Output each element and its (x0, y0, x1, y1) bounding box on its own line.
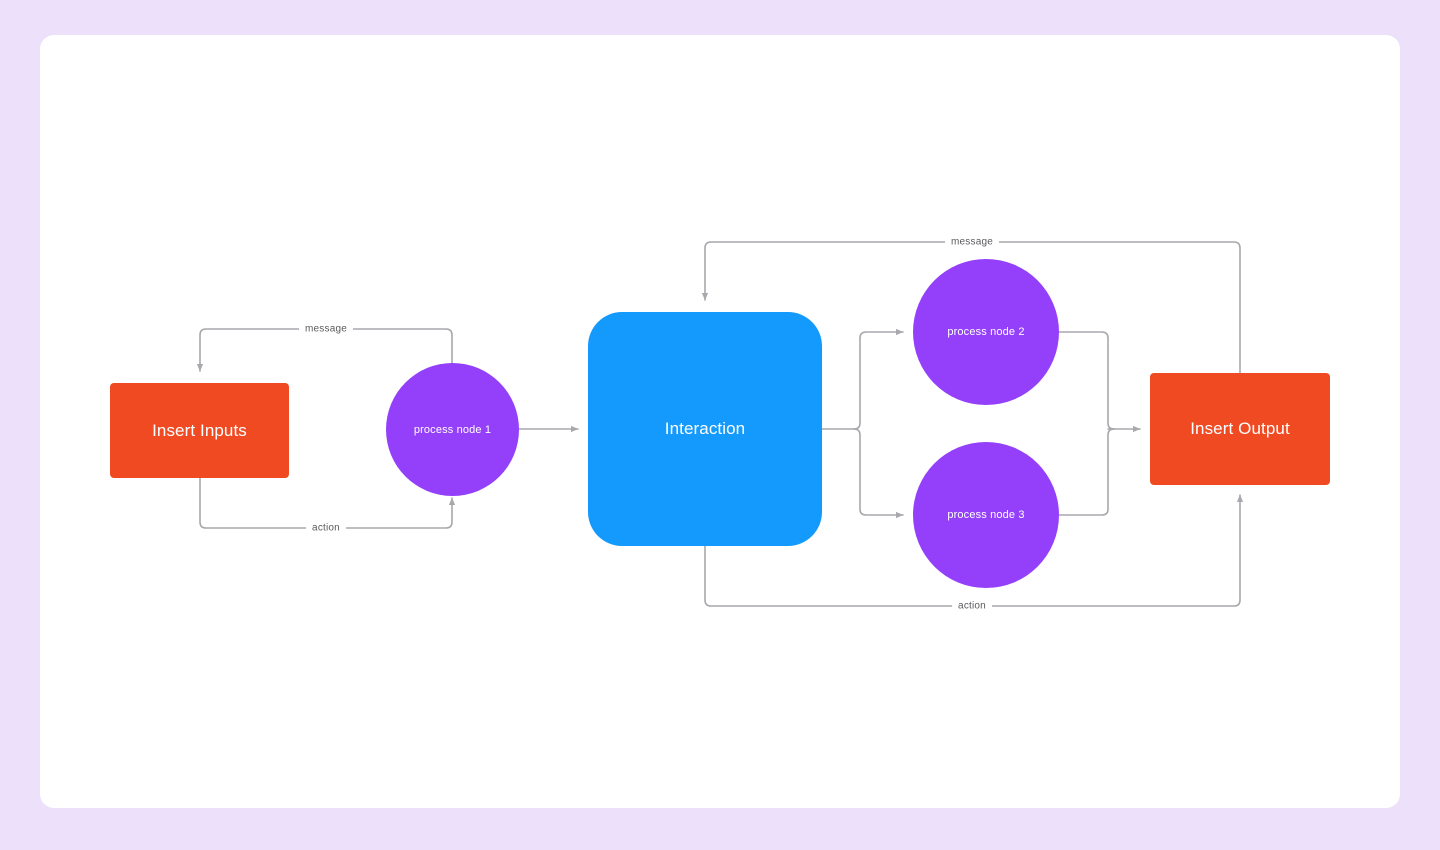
node-process-node-2-label: process node 2 (947, 326, 1025, 338)
edge-label-message-left: message (299, 323, 353, 335)
edge-label-action-left: action (306, 522, 346, 534)
node-process-node-2[interactable]: process node 2 (913, 259, 1059, 405)
node-insert-output[interactable]: Insert Output (1150, 373, 1330, 485)
node-process-node-3-label: process node 3 (947, 509, 1025, 521)
node-process-node-3[interactable]: process node 3 (913, 442, 1059, 588)
edge-node2-to-output (1058, 331, 1115, 430)
node-interaction-label: Interaction (664, 419, 746, 438)
edge-action-left (199, 477, 456, 529)
node-process-node-1[interactable]: process node 1 (386, 363, 519, 496)
node-interaction[interactable]: Interaction (588, 312, 822, 546)
node-insert-inputs[interactable]: Insert Inputs (110, 383, 289, 478)
edge-label-action-right: action (952, 600, 992, 612)
node-process-node-1-label: process node 1 (413, 423, 492, 436)
node-insert-output-label: Insert Output (1190, 419, 1290, 438)
edge-message-left (196, 328, 453, 372)
edge-interaction-to-node3 (853, 428, 904, 519)
edge-interaction-to-node2 (853, 328, 904, 430)
edge-label-message-right: message (945, 236, 999, 248)
edge-node3-to-output (1058, 428, 1115, 516)
node-insert-inputs-label: Insert Inputs (152, 420, 247, 440)
